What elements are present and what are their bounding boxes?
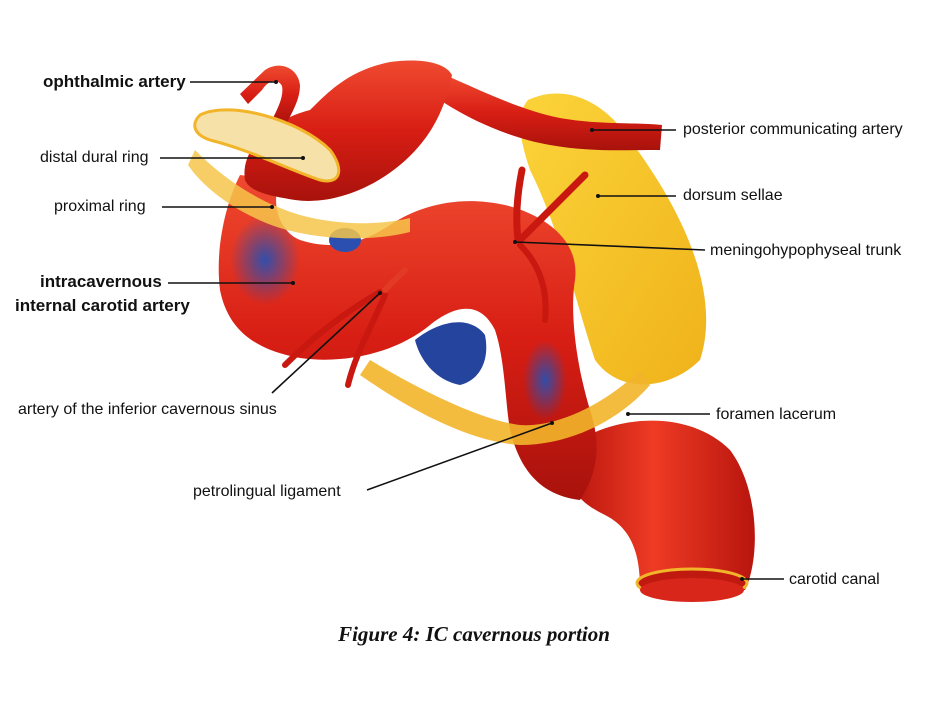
ilt-branch-1 xyxy=(282,289,383,368)
proximal-ring-shape xyxy=(188,150,410,239)
label-foramen-lacerum: foramen lacerum xyxy=(716,406,837,423)
leader-mht xyxy=(514,241,706,251)
ilt-branch-2 xyxy=(345,292,388,388)
ilt-branch-3 xyxy=(382,267,408,293)
dorsum-sellae-shape xyxy=(520,93,707,385)
pcom-artery-shape xyxy=(440,75,662,151)
mht-branch-1 xyxy=(513,166,526,244)
label-intracavernous-line1: intracavernous xyxy=(40,272,162,291)
label-proximal-ring: proximal ring xyxy=(54,198,146,215)
leader-lines xyxy=(160,81,784,580)
cavernous-ica-shape xyxy=(218,175,597,500)
label-posterior-communicating-artery: posterior communicating artery xyxy=(683,121,903,138)
mht-branch-3 xyxy=(517,242,549,323)
label-distal-dural-ring: distal dural ring xyxy=(40,149,149,166)
figure-caption: Figure 4: IC cavernous portion xyxy=(338,622,610,646)
label-carotid-canal: carotid canal xyxy=(789,571,880,588)
leader-dots xyxy=(270,80,744,581)
label-intracavernous-line2: internal carotid artery xyxy=(15,296,190,315)
petrous-segment-shape xyxy=(570,420,755,590)
label-ophthalmic-artery: ophthalmic artery xyxy=(43,72,186,91)
mht-branch-2 xyxy=(516,171,589,244)
label-meningohypophyseal-trunk: meningohypophyseal trunk xyxy=(710,242,902,259)
petrolingual-ligament-shape xyxy=(360,360,650,445)
label-artery-inferior-cavernous-sinus: artery of the inferior cavernous sinus xyxy=(18,401,277,418)
label-petrolingual-ligament: petrolingual ligament xyxy=(193,483,341,500)
ophthalmic-artery-shape xyxy=(240,65,300,125)
leader-ilt xyxy=(271,292,381,394)
distal-dural-ring-shape xyxy=(193,108,341,183)
leader-petrolingual xyxy=(366,422,553,491)
label-dorsum-sellae: dorsum sellae xyxy=(683,187,783,204)
